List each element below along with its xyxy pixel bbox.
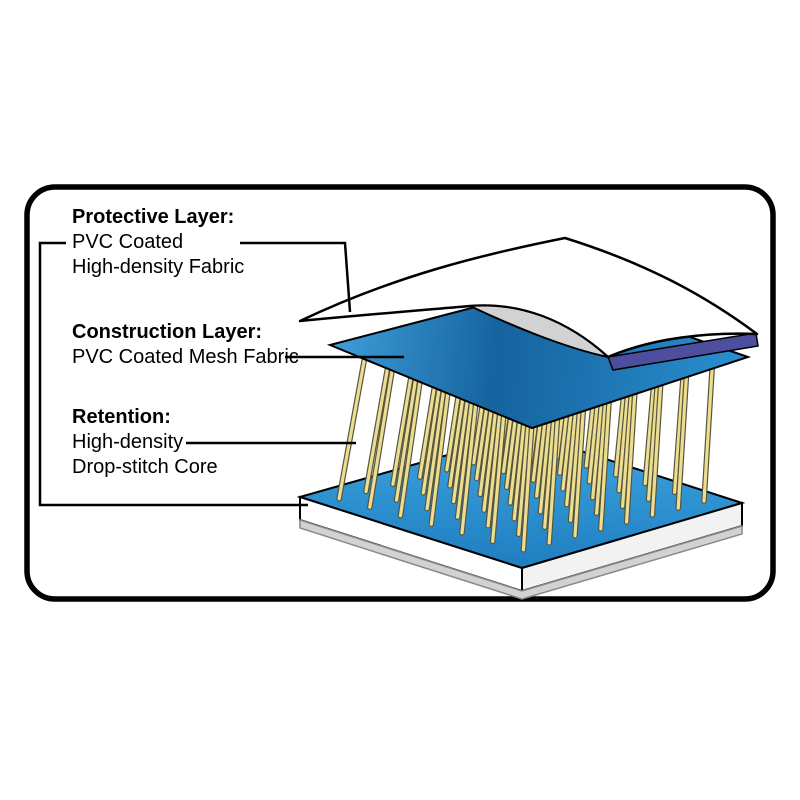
slab-bottom-rim [299, 518, 743, 600]
leader-line-protective-bottom [38, 241, 308, 507]
retention-line1: High-density [72, 431, 184, 453]
construction-layer-line1: PVC Coated Mesh Fabric [72, 346, 299, 368]
mesh-navy-edge [606, 332, 759, 371]
sheet-top-surface [298, 236, 759, 359]
retention-title: Retention: [72, 406, 171, 428]
leader-lines [38, 241, 404, 507]
construction-layer-title: Construction Layer: [72, 321, 263, 343]
protective-layer-line2: High-density Fabric [72, 256, 245, 278]
sheet-underside-curl [469, 304, 609, 358]
label-construction-layer: Construction Layer: PVC Coated Mesh Fabr… [72, 320, 299, 370]
protective-sheet [298, 236, 759, 359]
label-retention: Retention: High-density Drop-stitch Core [72, 405, 218, 480]
leader-line-protective [240, 241, 352, 313]
label-protective-layer: Protective Layer: PVC Coated High-densit… [72, 205, 244, 280]
protective-layer-line1: PVC Coated [72, 231, 184, 253]
retention-line2: Drop-stitch Core [72, 456, 218, 478]
protective-layer-title: Protective Layer: [72, 206, 235, 228]
